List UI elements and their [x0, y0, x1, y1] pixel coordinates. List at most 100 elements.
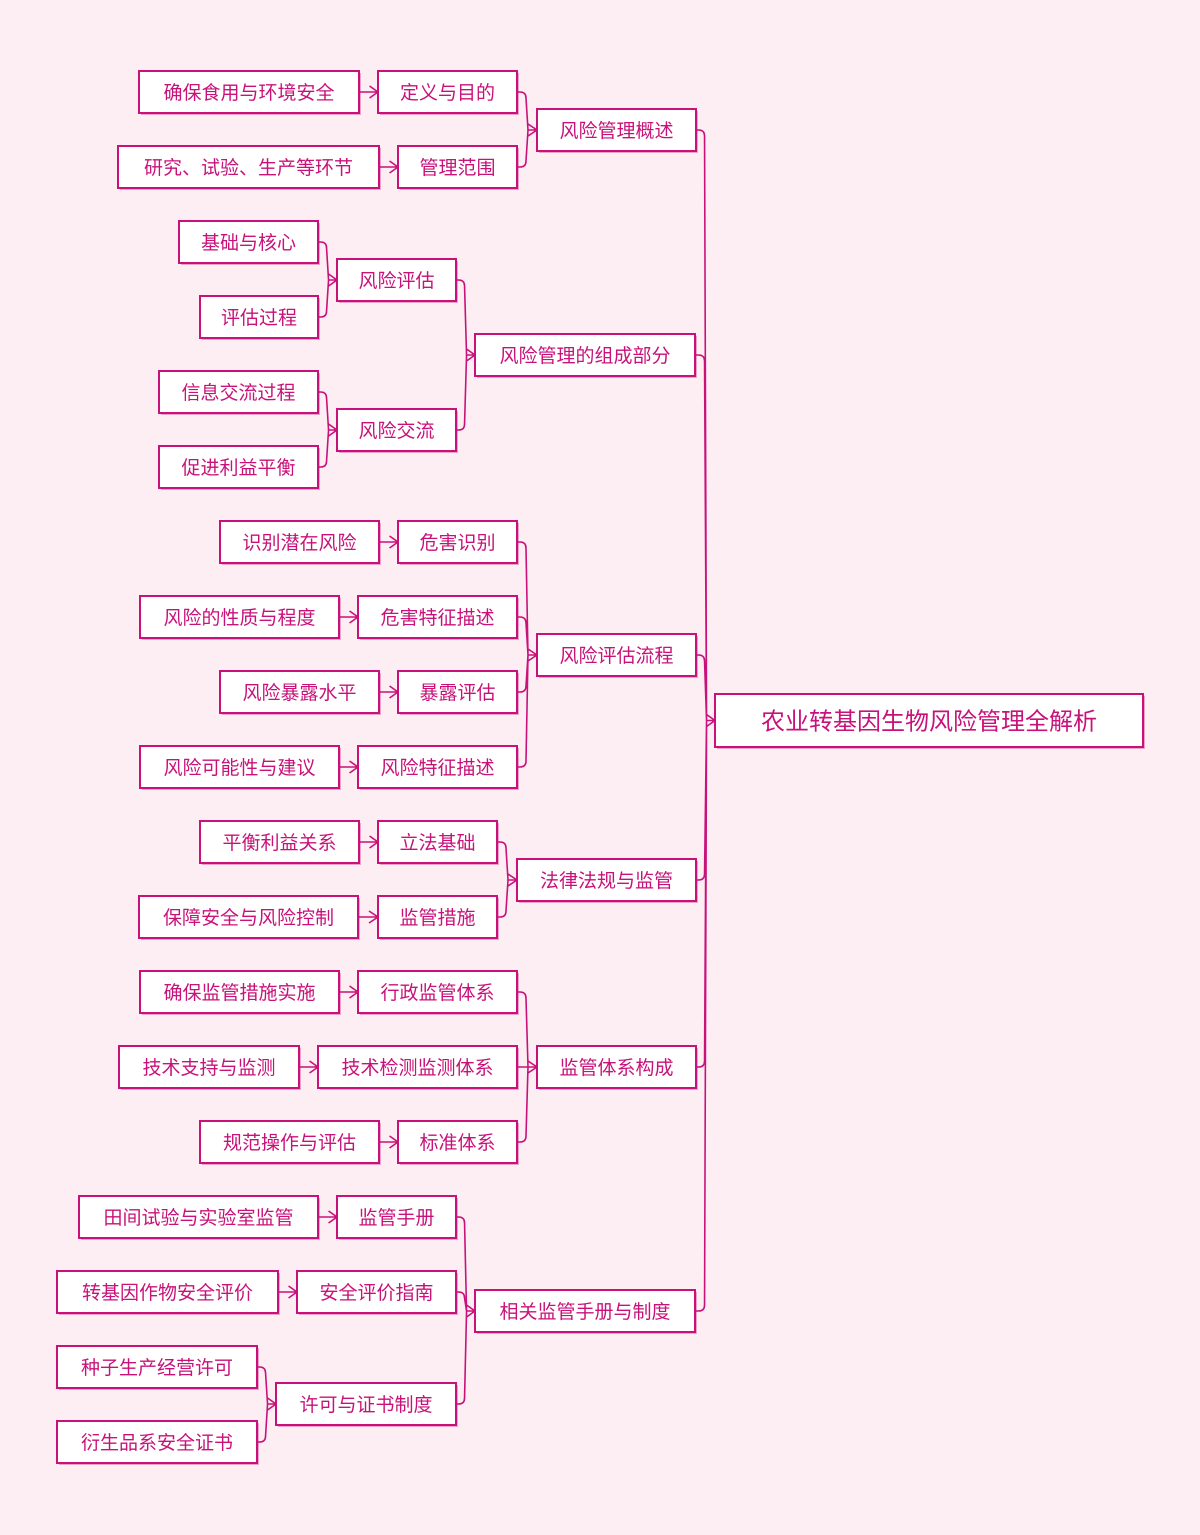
node-label: 规范操作与评估: [223, 1132, 356, 1154]
node-box: [377, 70, 518, 114]
node-level2-root-children-3-children-0: 立法基础: [377, 820, 499, 865]
node-label: 许可与证书制度: [299, 1394, 432, 1416]
node-box: [474, 1289, 696, 1333]
node-label: 定义与目的: [400, 82, 495, 104]
node-level3-root-children-0-children-0-children-0: 确保食用与环境安全: [138, 70, 361, 115]
node-label: 风险管理概述: [559, 120, 673, 142]
node-label: 保障安全与风险控制: [163, 907, 334, 929]
node-level3-root-children-5-children-0-children-0: 田间试验与实验室监管: [78, 1195, 320, 1240]
connector-root-children-1: [456, 279, 477, 431]
connector-root-children-1-children-0: [318, 241, 339, 318]
node-label: 风险评估: [358, 270, 434, 292]
node-level2-root-children-2-children-1: 危害特征描述: [357, 595, 519, 640]
node-level2-root-children-4-children-2: 标准体系: [397, 1120, 519, 1165]
connector-root-children-5-children-2: [257, 1366, 278, 1443]
node-box: [219, 670, 380, 714]
connector-root-children-2-children-1: [339, 610, 360, 624]
node-label: 风险的性质与程度: [163, 607, 315, 629]
connector-root-children-4-children-2: [379, 1135, 400, 1149]
node-level3-root-children-4-children-1-children-0: 技术支持与监测: [118, 1045, 301, 1090]
node-box: [199, 295, 319, 339]
node-level1-root-children-2: 风险评估流程: [536, 633, 698, 678]
node-label: 暴露评估: [419, 682, 495, 704]
node-level1-root-children-0: 风险管理概述: [536, 108, 698, 153]
node-label: 风险特征描述: [380, 757, 494, 779]
connector-root-children-2: [517, 541, 539, 768]
connector-root-children-0: [517, 91, 539, 168]
node-level3-root-children-3-children-1-children-0: 保障安全与风险控制: [138, 895, 360, 940]
node-box: [117, 145, 380, 189]
node-label: 平衡利益关系: [222, 832, 336, 854]
node-box: [336, 1195, 457, 1239]
node-level3-root-children-5-children-1-children-0: 转基因作物安全评价: [56, 1270, 280, 1315]
node-label: 信息交流过程: [181, 382, 295, 404]
node-label: 风险暴露水平: [242, 682, 356, 704]
node-level3-root-children-3-children-0-children-0: 平衡利益关系: [199, 820, 361, 865]
node-level3-root-children-1-children-1-children-0: 信息交流过程: [158, 370, 320, 415]
node-box: [317, 1045, 518, 1089]
node-level1-root-children-3: 法律法规与监管: [516, 858, 698, 903]
node-box: [536, 633, 697, 677]
node-level2-root-children-3-children-1: 监管措施: [377, 895, 499, 940]
node-box: [474, 333, 696, 377]
node-level3-root-children-4-children-2-children-0: 规范操作与评估: [199, 1120, 381, 1165]
node-box: [397, 520, 518, 564]
node-level2-root-children-2-children-0: 危害识别: [397, 520, 519, 565]
node-box: [377, 820, 498, 864]
node-label: 评估过程: [221, 307, 297, 329]
node-box: [516, 858, 697, 902]
node-label: 监管体系构成: [559, 1057, 673, 1079]
node-label: 确保监管措施实施: [163, 982, 315, 1004]
node-label: 法律法规与监管: [540, 870, 673, 892]
node-label: 识别潜在风险: [242, 532, 356, 554]
node-label: 立法基础: [399, 832, 475, 854]
node-label: 促进利益平衡: [181, 457, 295, 479]
node-box: [158, 370, 319, 414]
node-label: 种子生产经营许可: [81, 1357, 233, 1379]
node-box: [219, 520, 380, 564]
node-label: 风险评估流程: [559, 645, 673, 667]
node-level2-root-children-4-children-0: 行政监管体系: [357, 970, 519, 1015]
connector-root-children-1-children-1: [318, 391, 339, 468]
node-label: 监管措施: [399, 907, 475, 929]
node-box: [199, 820, 360, 864]
node-level2-root-children-0-children-0: 定义与目的: [377, 70, 519, 115]
node-level2-root-children-4-children-1: 技术检测监测体系: [317, 1045, 519, 1090]
node-level3-root-children-5-children-2-children-1: 衍生品系安全证书: [56, 1420, 259, 1465]
node-label: 田间试验与实验室监管: [103, 1207, 293, 1229]
node-box: [78, 1195, 319, 1239]
node-level3-root-children-2-children-2-children-0: 风险暴露水平: [219, 670, 381, 715]
connector-root: [695, 129, 717, 1312]
node-level2-root-children-0-children-1: 管理范围: [397, 145, 519, 190]
connector-root-children-3-children-0: [359, 835, 380, 849]
node-box: [397, 670, 518, 714]
node-label: 风险交流: [358, 420, 434, 442]
node-label: 研究、试验、生产等环节: [144, 157, 353, 179]
node-label: 衍生品系安全证书: [81, 1432, 233, 1454]
node-box: [139, 970, 340, 1014]
node-box: [397, 145, 518, 189]
connector-root-children-4-children-0: [339, 985, 360, 999]
node-label: 危害识别: [419, 532, 495, 554]
node-label: 相关监管手册与制度: [499, 1301, 670, 1323]
node-level1-root-children-5: 相关监管手册与制度: [474, 1289, 697, 1334]
node-level3-root-children-1-children-0-children-0: 基础与核心: [178, 220, 320, 265]
node-level3-root-children-5-children-2-children-0: 种子生产经营许可: [56, 1345, 259, 1390]
node-box: [397, 1120, 518, 1164]
node-level3-root-children-2-children-1-children-0: 风险的性质与程度: [139, 595, 341, 640]
node-label: 行政监管体系: [380, 982, 494, 1004]
connector-root-children-3-children-1: [358, 910, 380, 924]
root-node: 农业转基因生物风险管理全解析: [714, 693, 1145, 749]
node-box: [357, 595, 518, 639]
node-label: 安全评价指南: [319, 1282, 433, 1304]
node-box: [139, 745, 340, 789]
connector-root-children-2-children-2: [379, 685, 400, 699]
node-box: [357, 745, 518, 789]
node-level3-root-children-1-children-0-children-1: 评估过程: [199, 295, 320, 340]
node-box: [275, 1382, 457, 1426]
connector-root-children-5-children-0: [318, 1210, 339, 1224]
node-level1-root-children-1: 风险管理的组成部分: [474, 333, 697, 378]
node-box: [536, 108, 697, 152]
connector-root-children-0-children-0: [359, 85, 380, 99]
